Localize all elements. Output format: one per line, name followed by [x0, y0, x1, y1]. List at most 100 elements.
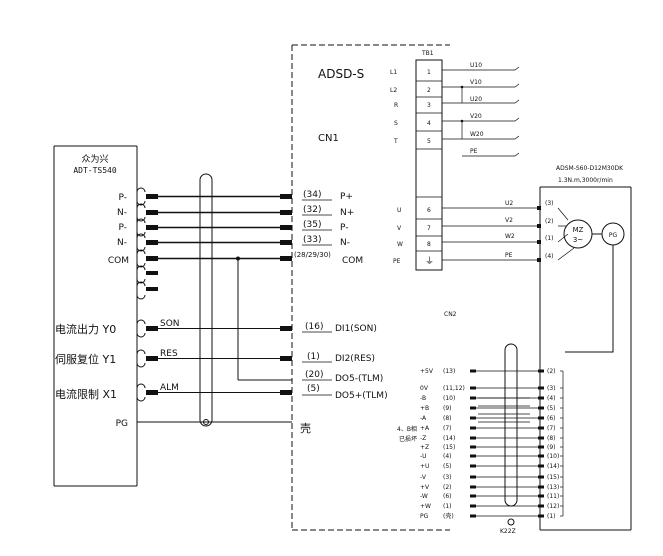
cn1-io-sig: DO5-(TLM)	[335, 374, 383, 384]
motor-pin: (3)	[545, 200, 554, 207]
encoder-left-terminal	[470, 386, 476, 390]
encoder-left-pin: (10)	[443, 395, 455, 402]
encoder-right-pin: (14)	[547, 463, 559, 470]
tb1-row-num: 4	[427, 120, 431, 127]
encoder-right-terminal	[538, 485, 544, 489]
motor-pin: (1)	[545, 235, 554, 242]
motor-pin: (2)	[545, 218, 554, 225]
encoder-label: PG	[609, 232, 618, 239]
encoder-note-line1: 4、B相	[397, 425, 417, 433]
controller-pin-label: N-	[117, 238, 127, 248]
tb1-wire-label: V20	[470, 113, 482, 120]
encoder-signal-label: -W	[420, 493, 428, 500]
encoder-left-terminal	[470, 454, 476, 458]
tb1-wire-label: W20	[470, 131, 484, 138]
encoder-right-terminal	[538, 494, 544, 498]
cn1-pin-num: (35)	[303, 220, 321, 230]
encoder-left-pin: (15)	[443, 444, 455, 451]
signal-wires: SON RES ALM	[137, 194, 292, 423]
terminal-bump	[136, 265, 146, 284]
cn2-label: CN2	[444, 311, 457, 318]
encoder-left-pin: (4)	[443, 453, 452, 460]
motor-row-label: PE	[393, 258, 401, 265]
encoder-right-pin: (2)	[547, 368, 556, 375]
cn1-pin-sig: P+	[340, 192, 353, 202]
motor-spec: 1.3N.m,3000r/min	[558, 177, 613, 184]
terminal-bump	[136, 383, 146, 402]
encoder-signal-label: +Z	[420, 444, 429, 451]
encoder-left-terminal	[470, 426, 476, 430]
encoder-left-pin: (9)	[443, 405, 452, 412]
encoder-signal-label: -U	[420, 453, 427, 460]
encoder-left-pin: (13)	[443, 368, 455, 375]
encoder-right-terminal	[538, 406, 544, 410]
controller-brand: 众为兴	[81, 153, 108, 165]
wire-label-alm: ALM	[160, 383, 179, 393]
cn1-pin-num: (33)	[303, 235, 321, 245]
motor-row-num: 8	[427, 241, 431, 248]
encoder-left-terminal	[470, 396, 476, 400]
motor-wire-label: PE	[505, 252, 513, 259]
encoder-signal-label: PG	[420, 513, 429, 520]
encoder-right-pin: (7)	[547, 425, 556, 432]
drive-title: ADSD-S	[318, 67, 364, 81]
encoder-right-pin: (10)	[547, 453, 559, 460]
encoder-signal-label: +B	[420, 405, 429, 412]
encoder-signal-label: +W	[420, 503, 431, 510]
encoder-signal-label: +V	[420, 484, 430, 491]
encoder-right-pin: (8)	[547, 435, 556, 442]
cn1-pin-sig: N+	[340, 208, 354, 218]
motor-pin: (4)	[545, 253, 554, 260]
tb1-row-num: 3	[427, 102, 431, 109]
drive-box: ADSD-S CN1 壳 (34) P+ (32) N+ (35) P- (33…	[291, 44, 450, 531]
cn1-pin-sig: P-	[340, 223, 348, 233]
encoder-left-pin: (3)	[443, 474, 452, 481]
encoder-left-terminal	[470, 464, 476, 468]
encoder-signal-label: -B	[420, 395, 426, 402]
terminal-bump	[136, 187, 146, 206]
encoder-left-pin: (6)	[443, 493, 452, 500]
encoder-signal-label: -V	[420, 474, 427, 481]
encoder-right-pin: (15)	[547, 474, 559, 481]
controller-io-label: 电流出力 Y0	[55, 322, 116, 336]
cn1-pin-num: (34)	[303, 190, 321, 200]
cn1-io-num: (1)	[307, 352, 320, 362]
tb1-wire-label: U10	[470, 62, 482, 69]
terminal-bump	[136, 319, 146, 338]
encoder-left-terminal	[470, 406, 476, 410]
cable-label: K22Z	[500, 528, 516, 535]
encoder-left-pin: (1)	[443, 503, 452, 510]
motor-label-bot: 3~	[573, 236, 583, 244]
encoder-right-pin: (4)	[547, 395, 556, 402]
cn1-pin-num: (28/29/30)	[294, 251, 331, 259]
encoder-left-terminal	[470, 445, 476, 449]
encoder-left-pin: (5)	[443, 463, 452, 470]
encoder-right-pin: (6)	[547, 415, 556, 422]
encoder-left-terminal	[470, 494, 476, 498]
encoder-signal-label: +A	[420, 425, 430, 432]
encoder-left-pin: (7)	[443, 425, 452, 432]
cn1-pin-sig: N-	[340, 238, 350, 248]
motor-model: ADSM-S60-D12M30DK	[556, 165, 624, 172]
controller-pin-label: COM	[108, 256, 129, 266]
encoder-signal-label: -A	[420, 415, 427, 422]
cn1-io-num: (16)	[305, 322, 323, 332]
encoder-right-pin: (1)	[547, 513, 556, 520]
encoder-right-pin: (9)	[547, 444, 556, 451]
motor-row-label: U	[397, 207, 401, 214]
controller-box: 众为兴 ADT-TS540 P- N- P- N- COM 电流出力 Y0 伺服…	[53, 145, 158, 487]
encoder-right-terminal	[538, 504, 544, 508]
motor-wire-label: V2	[505, 217, 513, 224]
motor-box: ADSM-S60-D12M30DK 1.3N.m,3000r/min (3) (…	[539, 165, 632, 531]
terminal-bump	[136, 281, 146, 300]
tb1-row-label: S	[394, 120, 398, 127]
encoder-right-pin: (11)	[547, 493, 559, 500]
encoder-right-pin: (13)	[547, 484, 559, 491]
terminal-stub	[146, 271, 158, 275]
encoder-right-terminal	[538, 464, 544, 468]
cn1-pin-num: (32)	[303, 205, 321, 215]
encoder-right-terminal	[538, 436, 544, 440]
encoder-left-pin: (2)	[443, 484, 452, 491]
motor-row-label: V	[397, 225, 402, 232]
